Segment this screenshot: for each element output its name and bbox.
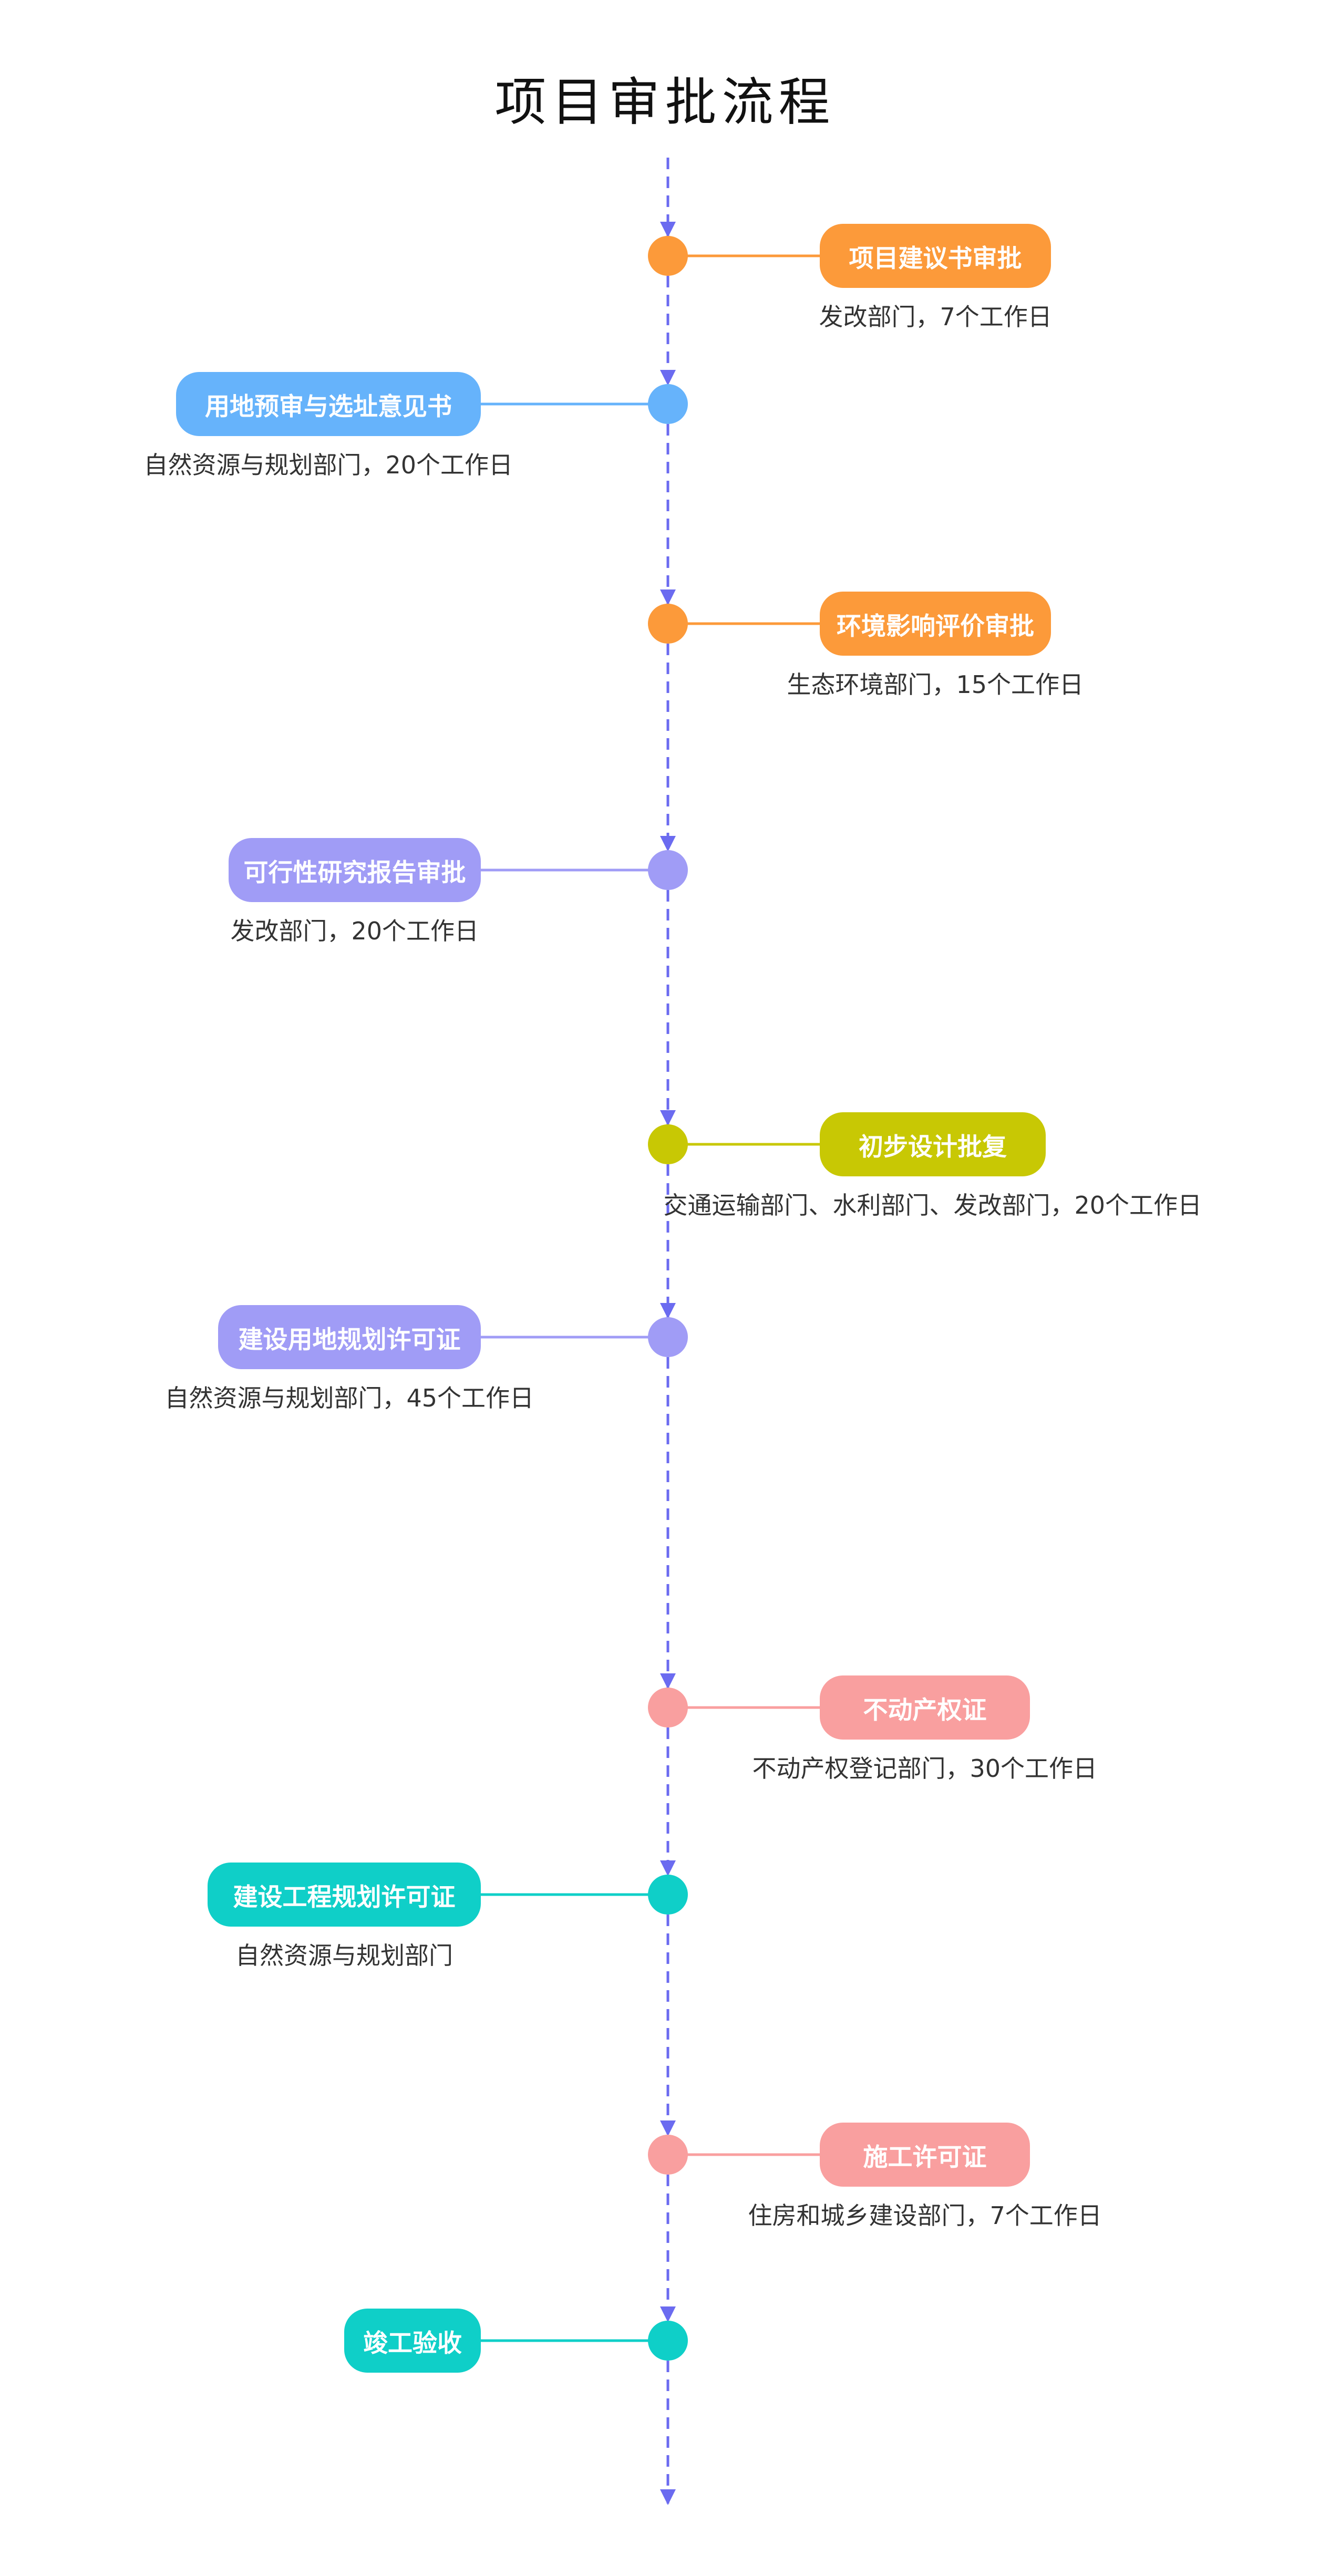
diagram-title: 项目审批流程 [494,73,836,132]
step-node [648,1875,688,1915]
step-label: 环境影响评价审批 [820,592,1051,656]
step-note: 生态环境部门，15个工作日 [787,670,1084,699]
step-note: 不动产权登记部门，30个工作日 [752,1754,1098,1783]
step-note: 自然资源与规划部门 [235,1941,453,1970]
step-label: 可行性研究报告审批 [229,838,481,902]
step-node [648,1688,688,1727]
step-label: 初步设计批复 [820,1112,1046,1176]
step-label: 建设工程规划许可证 [208,1863,481,1927]
step-label: 用地预审与选址意见书 [176,372,481,436]
step-node [648,384,688,424]
step-note: 发改部门，20个工作日 [230,917,479,945]
step-note: 住房和城乡建设部门，7个工作日 [748,2201,1102,2230]
step-node [648,1124,688,1164]
step-note: 发改部门，7个工作日 [819,303,1052,331]
step-note: 自然资源与规划部门，20个工作日 [143,451,513,479]
step-node [648,2135,688,2175]
step-node [648,850,688,890]
step-node [648,2321,688,2361]
step-label: 不动产权证 [820,1675,1030,1740]
step-label: 竣工验收 [344,2309,481,2373]
step-label: 建设用地规划许可证 [218,1305,481,1369]
step-note: 交通运输部门、水利部门、发改部门，20个工作日 [663,1191,1202,1219]
step-node [648,1317,688,1357]
step-note: 自然资源与规划部门，45个工作日 [164,1384,534,1412]
step-label: 项目建议书审批 [820,224,1051,288]
step-node [648,604,688,644]
step-label: 施工许可证 [820,2123,1030,2187]
step-node [648,236,688,276]
